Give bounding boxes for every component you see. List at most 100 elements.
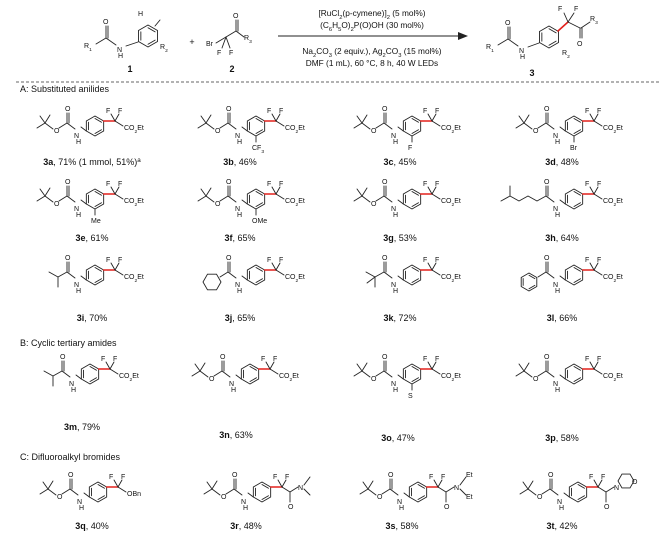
bond [80,126,87,132]
product-caption-3p: 3p, 58% [545,433,579,443]
bond [375,370,385,377]
bond [43,370,54,377]
ester-label: CO2Et [285,125,305,135]
oxygen-label: O [54,128,60,135]
product-caption-3o: 3o, 47% [381,433,415,443]
fluorine-label: F [121,474,125,481]
substituent-label: Br [570,145,578,152]
bond [44,187,51,197]
bond [559,126,566,132]
oxygen-label: O [533,376,539,383]
bond [397,374,404,380]
bond [528,274,536,280]
r2-label: R2 [562,50,570,60]
bond [255,191,263,196]
bond [353,195,363,202]
bond [94,191,102,196]
bond [527,42,540,48]
bond [275,193,285,200]
bond [459,488,467,496]
r2-label: R2 [160,44,168,54]
bond [545,122,555,130]
nitrogen-label: N [614,485,619,492]
bond [520,272,538,292]
nitrogen-label: N [298,485,303,492]
bond [522,481,529,490]
bond [573,366,581,371]
bond [381,488,391,495]
bond [125,41,139,47]
hydrogen-label: H [237,212,242,219]
bond [431,368,441,375]
product-caption-3n: 3n, 63% [219,430,253,440]
product-caption-3t: 3t, 42% [546,521,577,531]
bond [557,21,569,32]
bond [356,188,363,197]
bond [589,113,595,122]
substituent-label: CF3 [252,145,264,155]
r1-label: R1 [486,44,494,54]
fluorine-label: F [558,6,562,13]
hydrogen-label: H [393,288,398,295]
bond [271,186,277,195]
bond [537,370,547,377]
bond [431,113,437,122]
bond [219,122,229,129]
section-heading-a: A: Substituted anilides [20,84,110,94]
fluorine-label: F [279,181,283,188]
bond [577,495,585,500]
bond [361,187,368,197]
ester-label: CO2Et [441,373,461,383]
bond [219,271,229,278]
bond [361,122,371,130]
fluorine-label: F [109,474,113,481]
bond [269,368,279,375]
fluorine-label: F [261,356,265,363]
oxygen-label: O [65,106,71,113]
bond [110,262,116,271]
bond [427,262,433,271]
bond [573,377,581,382]
bond [559,374,566,380]
nitrogen-label: N [241,499,246,506]
substituent-label: S [408,393,413,400]
nitrogen-label: N [519,48,524,55]
nitrogen-label: N [69,381,74,388]
bond [548,28,557,34]
product-caption-3m: 3m, 79% [64,422,100,432]
bond [114,113,120,122]
bond [383,271,393,279]
bond [114,269,124,276]
bond [445,486,455,493]
oxygen-label: O [377,494,383,501]
bond [261,484,269,489]
bond [580,21,591,29]
bond [433,479,439,488]
bond [577,484,585,489]
product-caption-3f: 3f, 65% [224,233,255,243]
bond [559,275,566,281]
bond [589,186,595,195]
bond [269,361,275,370]
oxygen-label: O [68,472,74,479]
bond [109,361,115,370]
substituent-label: OMe [252,218,267,225]
bond [52,370,63,377]
bond [515,370,525,377]
bond [66,195,76,203]
bond [94,267,102,272]
product-caption-3e: 3e, 61% [75,233,108,243]
bond [66,271,76,279]
bond [365,271,376,278]
bond [281,486,291,493]
bond [97,484,105,489]
product-caption-3d: 3d, 48% [545,157,579,167]
product-caption-3l: 3l, 66% [547,313,578,323]
